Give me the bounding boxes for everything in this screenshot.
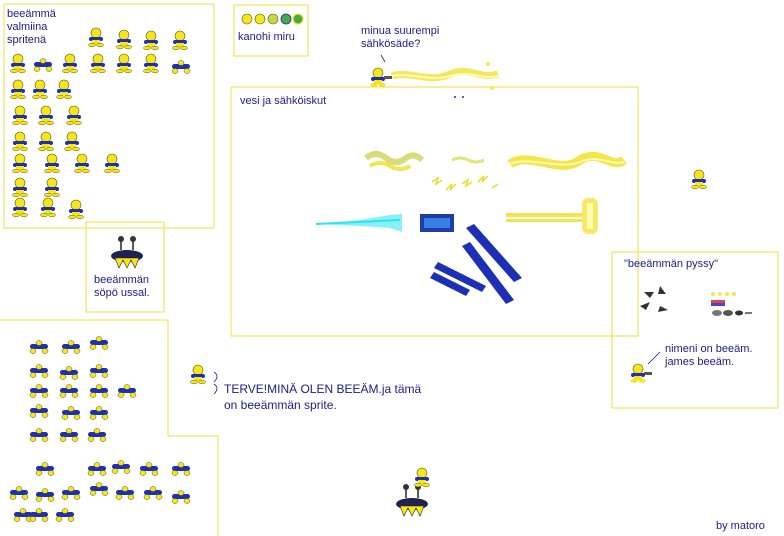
intro-bee [190,364,218,395]
credit-text: by matoro [716,520,765,532]
pet-label: beeämmän söpö ussal. [94,274,150,299]
james-beeam [630,351,661,384]
ussal-pet-sprite [110,235,144,269]
bee-riding-ussal [395,467,430,517]
intro-text: TERVE!MINÄ OLEN BEEÄM.ja tämä on beeämmä… [224,382,422,412]
question-text: minua suurempi sähkösäde? [361,25,440,50]
water-effects [315,214,454,232]
sprite-sheet-title: beeämmä valmiina spritenä [7,8,56,46]
kanohi-miru-sprites [241,13,304,25]
big-beam-demo [370,54,500,98]
electric-effects [364,151,627,234]
lone-bee-sprite [691,169,707,190]
gun-title: "beeämmän pyssy" [624,258,719,270]
name-text: nimeni on beeäm. james beeäm. [665,343,753,368]
moves-sheet [9,336,191,522]
gun-items [640,286,752,316]
effects-title: vesi ja sähköiskut [240,95,327,107]
enemy-label: kanohi miru [238,31,295,43]
sprite-sheet [10,27,191,220]
blue-beam-sprites [430,224,522,304]
